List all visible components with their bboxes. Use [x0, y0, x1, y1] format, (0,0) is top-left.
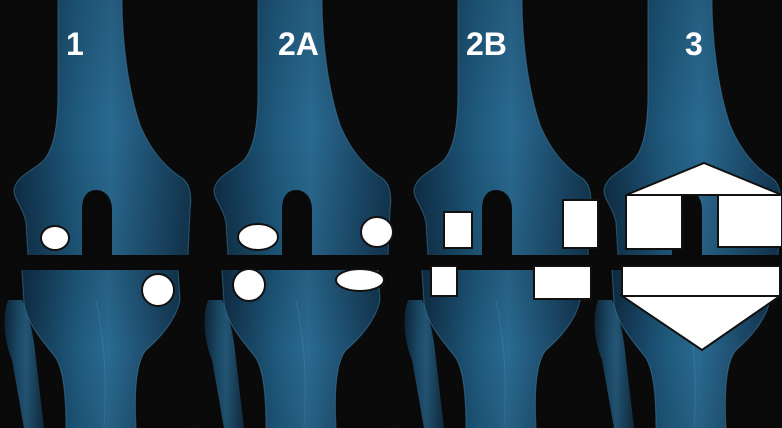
tibia-bone [200, 268, 390, 428]
defect-femoral-lateral [361, 217, 393, 247]
panel-label-1: 1 [66, 26, 84, 62]
panel-2a: 2A [200, 0, 395, 428]
femur-bone [10, 0, 195, 256]
defect-tibial-lateral [142, 274, 174, 306]
defect-femoral-medial [41, 226, 69, 250]
panel-label-2a: 2A [278, 26, 319, 62]
panel-1: 1 [0, 0, 195, 428]
defect-tibial-lateral [534, 266, 591, 299]
panel-3: 3 [590, 0, 782, 428]
panel-label-3: 3 [685, 26, 703, 62]
defect-tibial-medial [431, 266, 457, 296]
panel-2b: 2B [400, 0, 598, 428]
defect-femoral-lateral-block [718, 195, 782, 247]
defect-femoral-medial [444, 212, 472, 248]
defect-femoral-medial-block [626, 195, 682, 249]
defect-tibial-lateral [336, 269, 384, 291]
panel-label-2b: 2B [466, 26, 507, 62]
defect-tibial-medial [233, 269, 265, 301]
defect-femoral-lateral [563, 200, 598, 248]
defect-tibial-block [622, 266, 780, 296]
defect-femoral-medial [238, 224, 278, 250]
